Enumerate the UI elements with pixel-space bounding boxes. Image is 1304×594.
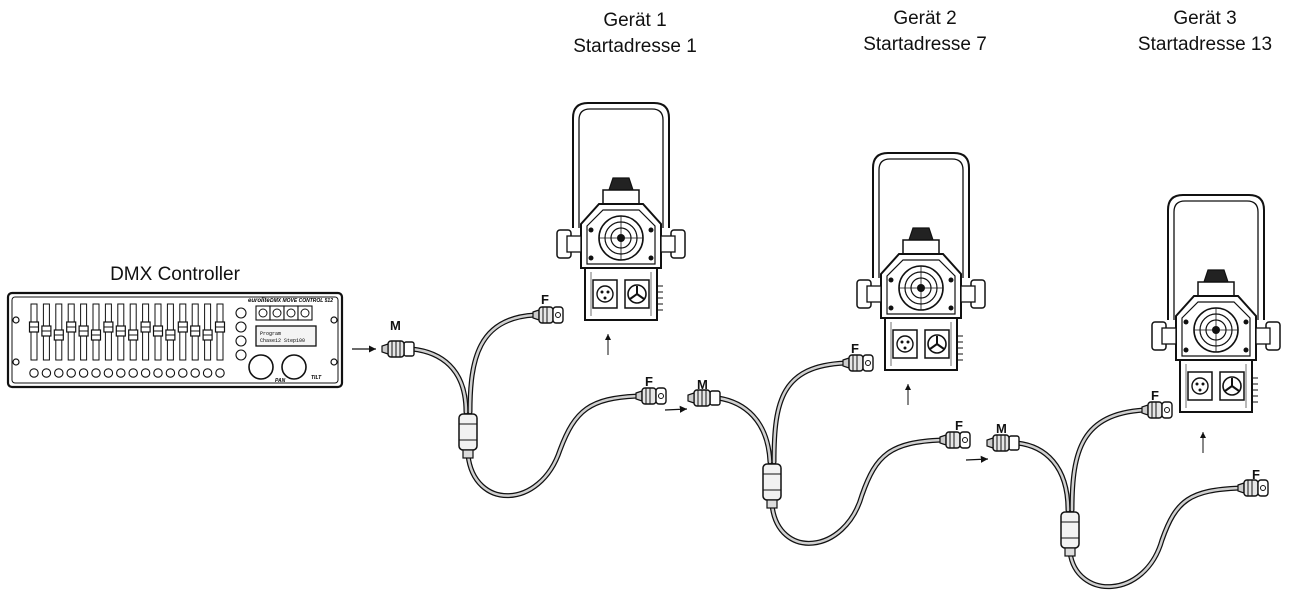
fixture-3 (1151, 194, 1281, 413)
female-connector-2b (939, 431, 971, 449)
channel-button (202, 368, 213, 378)
cable-set-3 (1014, 407, 1243, 589)
tilt-label: TILT (311, 375, 322, 381)
device-3-address: Startadresse 13 (1137, 34, 1273, 55)
female-label-2a: F (851, 341, 859, 356)
channel-button (128, 368, 138, 378)
fader-bank (28, 303, 226, 361)
female-connector-3b (1237, 479, 1269, 497)
device-1-address: Startadresse 1 (573, 36, 697, 57)
device-3-name: Gerät 3 (1173, 8, 1237, 29)
device-2-label: Gerät 2 Startadresse 7 (835, 6, 1015, 58)
male-label-3: M (996, 421, 1007, 436)
female-label-1b: F (645, 374, 653, 389)
display-line-1: Program (260, 331, 281, 337)
female-connector-1a (532, 306, 564, 324)
display-line-2: Chase12 Step100 (260, 338, 305, 344)
channel-button (91, 368, 101, 378)
channel-button (41, 368, 52, 378)
signal-arrow-3 (965, 455, 989, 463)
channel-button (140, 368, 151, 378)
controller-model: DMX MOVE CONTROL 512 (270, 298, 333, 304)
pan-knob (248, 354, 274, 380)
controller-display (255, 325, 317, 347)
button-row (29, 368, 225, 378)
female-connector-1b (635, 387, 667, 405)
device-1-label: Gerät 1 Startadresse 1 (545, 8, 725, 60)
channel-button (103, 368, 114, 378)
fixture-2 (856, 152, 986, 371)
device-3-label: Gerät 3 Startadresse 13 (1115, 6, 1295, 58)
cable-set-2 (715, 360, 945, 546)
female-connector-2a (842, 354, 874, 372)
female-label-2b: F (955, 418, 963, 433)
channel-button (153, 368, 163, 378)
female-connector-3a (1141, 401, 1173, 419)
male-label-1: M (390, 318, 401, 333)
channel-button (215, 368, 225, 378)
device-2-name: Gerät 2 (893, 8, 957, 29)
device-1-name: Gerät 1 (603, 10, 667, 31)
fixture-1 (556, 102, 686, 321)
male-label-2: M (697, 377, 708, 392)
signal-arrow-2 (664, 405, 688, 413)
dmx-controller: eurolite DMX MOVE CONTROL 512 Program Ch… (6, 291, 344, 389)
female-label-3a: F (1151, 388, 1159, 403)
female-label-3b: F (1252, 467, 1260, 482)
controller-brand: eurolite (248, 298, 270, 304)
channel-button (66, 368, 76, 378)
channel-button (165, 368, 176, 378)
channel-button (116, 368, 126, 378)
device-2-address: Startadresse 7 (863, 34, 987, 55)
tilt-knob (281, 354, 307, 380)
cable-set-1 (409, 312, 641, 499)
channel-button (190, 368, 200, 378)
female-label-1a: F (541, 292, 549, 307)
channel-button (54, 368, 64, 378)
channel-button (29, 368, 39, 378)
channel-button (78, 368, 89, 378)
channel-button (178, 368, 188, 378)
pan-label: PAN (275, 378, 286, 384)
controller-label: DMX Controller (110, 264, 240, 285)
